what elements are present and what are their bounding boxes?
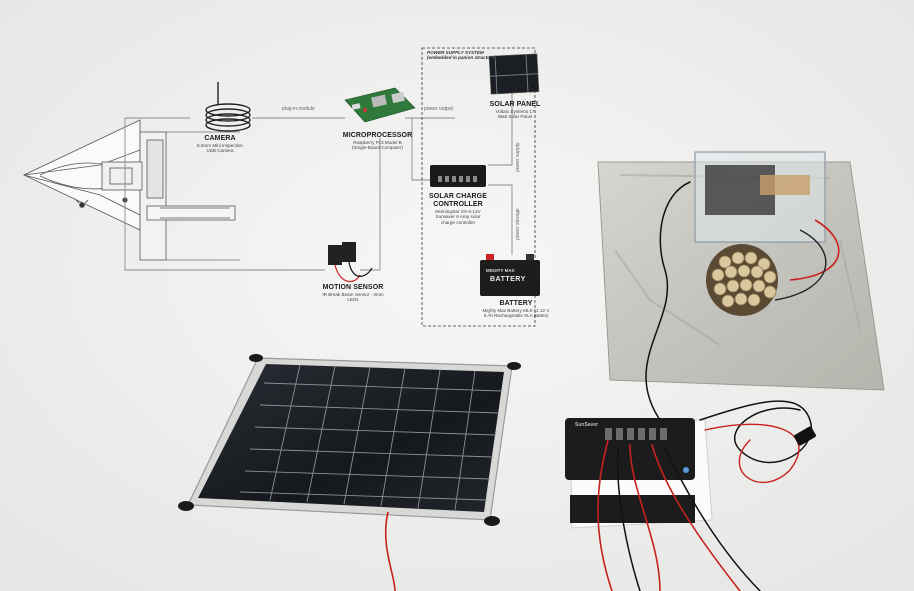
power-output-connector-label: power output bbox=[424, 106, 453, 112]
bamboo-tubes bbox=[711, 251, 777, 308]
solar-panel-cell-grid bbox=[239, 364, 503, 511]
battery-label: BATTERY Mighty Max Battery ML9-12 12 V 9… bbox=[466, 300, 566, 319]
charge-controller-photo bbox=[565, 418, 713, 529]
plug-in-connector-label: plug-in module bbox=[282, 106, 315, 112]
diagram-solar-panel-image bbox=[488, 53, 540, 95]
microprocessor-desc-1: Raspberry Pi 3 Model B bbox=[353, 140, 402, 146]
battery-brand-text: MIGHTY MAX bbox=[486, 268, 515, 273]
nest-cross-section-drawing bbox=[23, 119, 240, 261]
controller-brand-text: SunSaver bbox=[575, 422, 599, 428]
power-storage-connector-label: power storage bbox=[515, 208, 521, 240]
charge-controller-name-1: SOLAR CHARGE bbox=[429, 193, 487, 200]
solar-panel-desc-2: Watt Solar Panel bbox=[497, 114, 533, 120]
concrete-nest-block bbox=[597, 151, 885, 391]
battery-word-text: BATTERY bbox=[490, 276, 526, 283]
charge-controller-desc-3: charge controller bbox=[440, 219, 476, 225]
microprocessor-name: MICROPROCESSOR bbox=[342, 132, 413, 139]
microprocessor-label: MICROPROCESSOR Raspberry Pi 3 Model B (S… bbox=[320, 132, 435, 151]
charge-controller-name-2: CONTROLLER bbox=[433, 201, 483, 209]
power-supply-connector-label: power supply bbox=[515, 142, 521, 172]
solar-panel-name: SOLAR PANEL bbox=[489, 101, 541, 108]
solar-panel-photo bbox=[178, 354, 521, 591]
motion-sensor-desc-1: IR Break Beam Sensor - 3mm bbox=[322, 292, 384, 298]
raspberry-pi-image bbox=[344, 87, 416, 123]
power-system-title-text: POWER SUPPLY SYSTEM bbox=[427, 50, 484, 55]
solar-panel-label: SOLAR PANEL Voltaic Systems 17 Watt Sola… bbox=[470, 101, 560, 120]
motion-sensor-name: MOTION SENSOR bbox=[322, 284, 384, 291]
charge-controller-label: SOLAR CHARGE CONTROLLER Morningstar SS-6… bbox=[418, 193, 498, 225]
camera-coil-image bbox=[205, 82, 251, 132]
camera-desc-2: USB Camera bbox=[206, 148, 234, 154]
charge-controller-desc-2: Sunsaver 6 Amp solar bbox=[435, 214, 481, 220]
battery-desc-1: Mighty Max Battery ML9-12 12 V bbox=[482, 308, 550, 314]
battery-desc-2: 9 Ah Rechargeable SLA Battery bbox=[483, 313, 549, 319]
camera-name: CAMERA bbox=[204, 135, 236, 142]
solar-panel-desc-1: Voltaic Systems 17 bbox=[495, 109, 535, 115]
camera-desc-1: 5.5mm Mini Inspection bbox=[197, 143, 243, 149]
photo-wiring bbox=[597, 181, 816, 591]
diagram-motion-sensor-image bbox=[328, 242, 373, 283]
microprocessor-desc-2: (Single-Board Computer) bbox=[351, 145, 404, 151]
motion-sensor-desc-2: LEDs bbox=[347, 297, 359, 303]
diagram-charge-controller-image bbox=[430, 165, 486, 187]
diagram-battery-image bbox=[480, 254, 540, 296]
battery-name: BATTERY bbox=[499, 300, 533, 307]
camera-label: CAMERA 5.5mm Mini Inspection USB Camera bbox=[170, 135, 270, 154]
diagram-connectors bbox=[124, 47, 536, 327]
motion-sensor-label: MOTION SENSOR IR Break Beam Sensor - 3mm… bbox=[298, 284, 408, 303]
power-system-title: POWER SUPPLY SYSTEM (embedded in panion … bbox=[427, 50, 496, 61]
power-system-subtitle: (embedded in panion structure) bbox=[427, 55, 496, 61]
charge-controller-desc-1: Morningstar SS-6-12V bbox=[435, 209, 481, 215]
